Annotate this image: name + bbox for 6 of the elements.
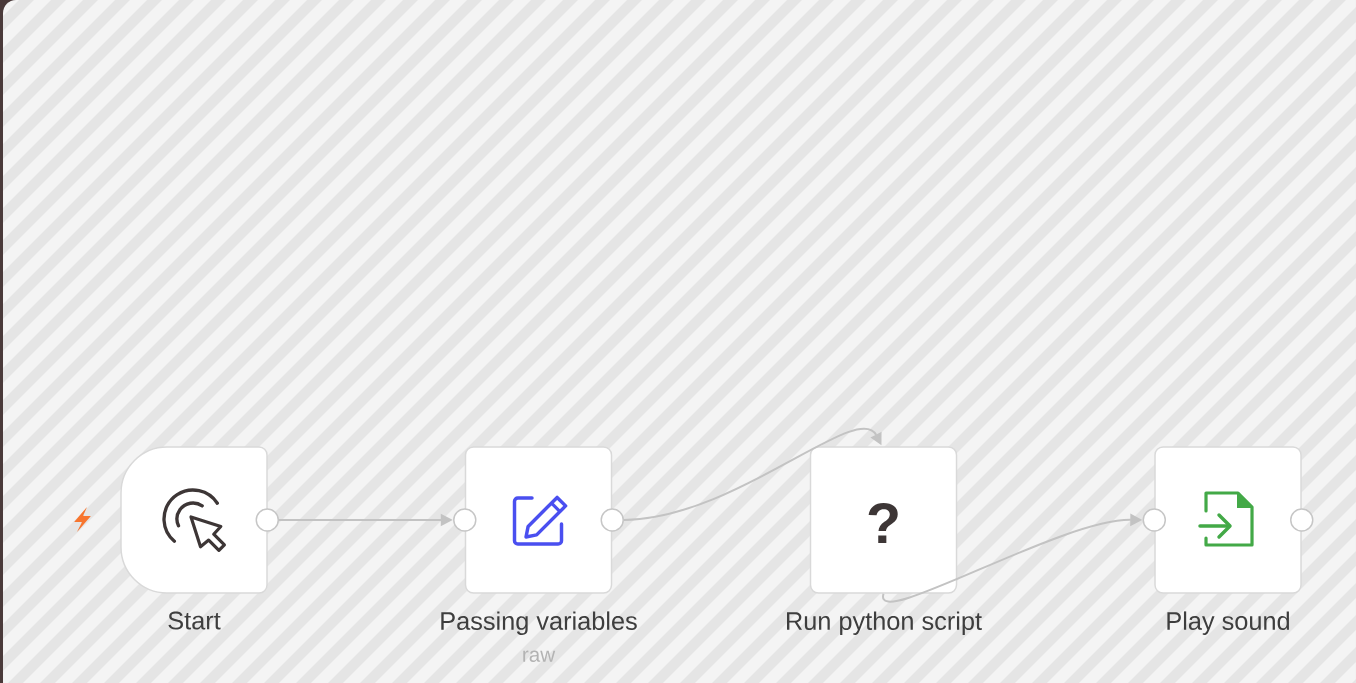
node-label: Play sound bbox=[1167, 611, 1289, 635]
node-label: Passing variables bbox=[441, 611, 637, 635]
node-label: Start bbox=[168, 611, 221, 630]
node-subtitle: raw bbox=[523, 650, 556, 662]
question-mark: ? bbox=[868, 502, 898, 543]
node-label: Run python script bbox=[787, 611, 982, 635]
